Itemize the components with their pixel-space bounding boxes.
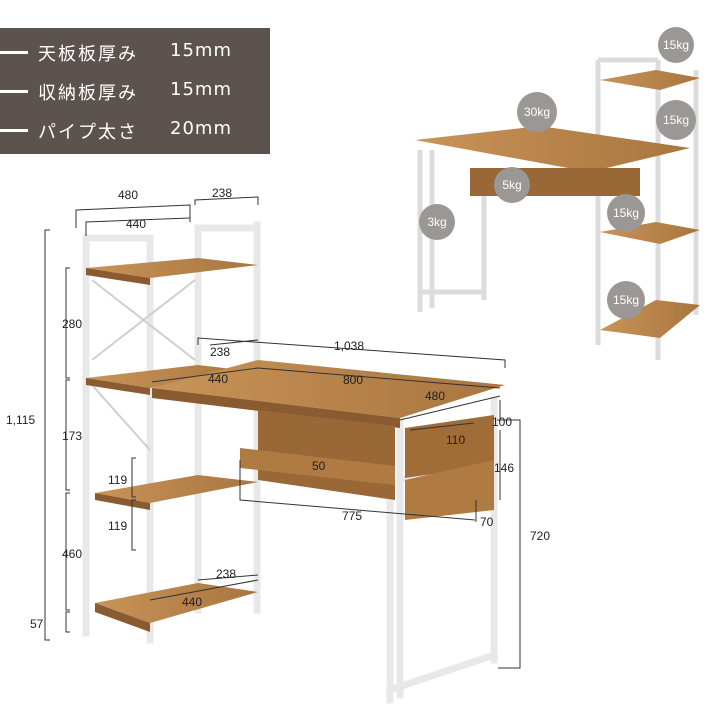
spec-row-shelf-thickness: 収納板厚み 15mm xyxy=(0,77,270,105)
spec-value: 20mm xyxy=(170,118,232,139)
weight-badge-shelf3: 15kg xyxy=(607,194,645,232)
weight-label: 15kg xyxy=(613,206,639,220)
dim-middle-gap: 173 xyxy=(62,429,82,443)
weight-label: 15kg xyxy=(613,293,639,307)
dim-lower-gap-2: 119 xyxy=(108,519,127,533)
bullet-line xyxy=(0,129,28,132)
spec-label: パイプ太さ xyxy=(38,122,138,143)
weight-label: 3kg xyxy=(427,215,446,229)
dim-drawer-height: 50 xyxy=(312,459,326,473)
weight-badge-bottom-shelf: 15kg xyxy=(607,281,645,319)
weight-label: 15kg xyxy=(663,38,689,52)
dim-total-height: 1,115 xyxy=(6,413,35,427)
dim-right-top: 100 xyxy=(492,415,512,429)
spec-label: 収納板厚み xyxy=(38,83,138,104)
weight-badge-desk: 30kg xyxy=(517,92,557,132)
dim-hook-gap: 110 xyxy=(446,433,465,447)
dim-foot-height: 57 xyxy=(30,617,44,631)
spec-value: 15mm xyxy=(170,79,232,100)
weight-badge-drawer: 5kg xyxy=(494,167,530,203)
main-desk-wood xyxy=(86,258,505,632)
weight-badge-hook: 3kg xyxy=(419,204,455,240)
dim-desk-width: 800 xyxy=(343,373,363,387)
weight-badge-shelf2: 15kg xyxy=(656,100,696,140)
weight-badge-top-shelf: 15kg xyxy=(658,27,694,63)
dim-total-width: 1,038 xyxy=(334,339,364,353)
main-desk-frame xyxy=(82,221,499,704)
dim-shelf-depth-mid: 440 xyxy=(208,372,228,386)
dimension-lines xyxy=(44,196,521,669)
weight-label: 30kg xyxy=(524,105,550,119)
dim-shelf-width: 238 xyxy=(212,186,232,200)
spec-label: 天板板厚み xyxy=(38,44,138,65)
cross-brace xyxy=(91,279,196,451)
dim-shelf-depth-inner: 440 xyxy=(126,217,146,231)
dim-lower-gap-1: 119 xyxy=(108,473,127,487)
dim-under-width: 775 xyxy=(342,509,362,523)
spec-value: 15mm xyxy=(170,40,232,61)
dim-top-gap: 280 xyxy=(62,317,82,331)
small-desk-frame xyxy=(417,57,699,360)
dim-right-side: 146 xyxy=(494,461,514,475)
weight-label: 5kg xyxy=(502,178,521,192)
spec-row-pipe-thickness: パイプ太さ 20mm xyxy=(0,116,270,144)
dimension-labels: 480 238 440 1,115 280 1,038 238 800 440 … xyxy=(6,186,550,631)
bullet-line xyxy=(0,51,28,54)
dim-bottom-shelf-width: 238 xyxy=(216,567,236,581)
dim-shelf-depth-outer: 480 xyxy=(118,188,138,202)
dim-desk-depth: 480 xyxy=(425,389,445,403)
spec-panel: 天板板厚み 15mm 収納板厚み 15mm パイプ太さ 20mm xyxy=(0,28,270,154)
spec-row-top-thickness: 天板板厚み 15mm xyxy=(0,38,270,66)
dim-drawer-depth: 70 xyxy=(480,515,494,529)
bullet-line xyxy=(0,90,28,93)
dim-bottom-gap: 460 xyxy=(62,547,82,561)
weight-label: 15kg xyxy=(663,113,689,127)
dim-desk-height: 720 xyxy=(530,529,550,543)
dim-shelf-width-2: 238 xyxy=(210,345,230,359)
dim-bottom-shelf-depth: 440 xyxy=(182,595,202,609)
